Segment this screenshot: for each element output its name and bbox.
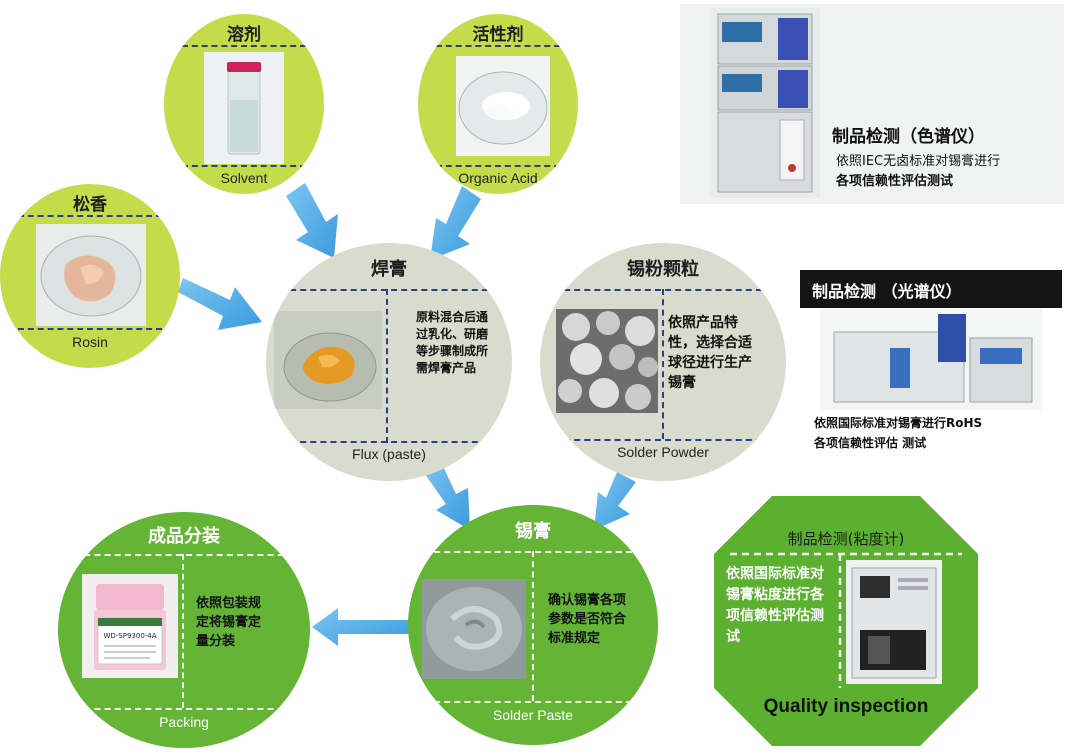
viscometer-description: 依照国际标准对锡膏粘度进行各项信赖性评估测试	[726, 566, 824, 645]
spectrometer-line2: 各项信赖性评估 测试	[814, 436, 927, 450]
divider	[424, 701, 642, 703]
divider	[554, 439, 772, 441]
rosin-title: 松香	[73, 195, 107, 215]
arrow-solvent-to-flux	[286, 183, 338, 258]
chromatograph-line2: 各项信赖性评估测试	[836, 174, 954, 189]
organic-acid-dish-photo	[456, 56, 550, 156]
spectrometer-header	[800, 270, 1062, 308]
packing-description: 依照包装规定将锡膏定量分装	[196, 596, 262, 649]
divider	[18, 328, 162, 330]
viscometer-title: 制品检测(粘度计)	[787, 530, 905, 548]
viscometer-footer: Quality inspection	[763, 696, 929, 717]
divider	[18, 215, 162, 217]
solder-paste-description: 确认锡膏各项参数是否符合标准规定	[548, 593, 627, 646]
solder-powder-photo	[556, 309, 658, 413]
divider	[280, 289, 498, 291]
solvent-vial-photo	[204, 52, 284, 164]
node-rosin: 松香 Rosin	[0, 184, 180, 368]
solder-powder-subtitle: Solder Powder	[617, 444, 709, 460]
spectrometer-photo	[820, 308, 1042, 410]
divider	[436, 165, 560, 167]
node-packing: 成品分装 WD-SP9300-4A 依照包装规定将锡膏定量分装 Packing	[58, 512, 310, 748]
divider	[280, 441, 498, 443]
divider	[532, 551, 534, 701]
node-solvent: 溶剂 Solvent	[164, 14, 324, 194]
flux-description: 原料混合后通过乳化、研磨等步骤制成所需焊膏产品	[416, 310, 489, 375]
solder-powder-description: 依照产品特性，选择合适球径进行生产锡膏	[668, 315, 752, 391]
packing-jar-label: WD-SP9300-4A	[103, 632, 156, 640]
flux-paste-photo	[274, 311, 382, 409]
solder-powder-title: 锡粉颗粒	[627, 259, 699, 280]
divider	[74, 708, 294, 710]
solder-paste-title: 锡膏	[515, 521, 551, 542]
rosin-subtitle: Rosin	[72, 334, 108, 350]
divider	[386, 289, 388, 443]
chromatograph-title: 制品检测（色谱仪）	[832, 127, 985, 147]
chromatograph-line1: 依照IEC无卤标准对锡膏进行	[836, 154, 1001, 169]
rosin-photo	[36, 224, 146, 326]
node-flux: 焊膏 原料混合后通过乳化、研磨等步骤制成所需焊膏产品 Flux (paste)	[266, 243, 512, 481]
arrow-flux-to-solder-paste	[422, 460, 470, 530]
spectrometer-line1: 依照国际标准对锡膏进行RoHS	[814, 416, 983, 430]
divider	[182, 45, 306, 47]
divider	[182, 554, 184, 708]
organic-acid-title: 活性剂	[472, 25, 524, 45]
arrow-rosin-to-flux	[178, 278, 262, 330]
divider	[436, 45, 560, 47]
packing-title: 成品分装	[148, 526, 220, 547]
packing-subtitle: Packing	[159, 714, 209, 730]
panel-viscometer: 制品检测(粘度计) 依照国际标准对锡膏粘度进行各项信赖性评估测试 Quality…	[712, 494, 980, 748]
divider	[662, 289, 664, 439]
solvent-title: 溶剂	[227, 25, 261, 45]
node-solder-paste: 锡膏 确认锡膏各项参数是否符合标准规定 Solder Paste	[408, 505, 658, 745]
divider	[74, 554, 294, 556]
panel-chromatograph: 制品检测（色谱仪） 依照IEC无卤标准对锡膏进行 各项信赖性评估测试	[680, 4, 1064, 204]
flux-subtitle: Flux (paste)	[352, 446, 426, 462]
node-solder-powder: 锡粉颗粒 依照产品特性，选择合适球径进行生产锡膏 Solder Powder	[540, 243, 786, 481]
solvent-subtitle: Solvent	[220, 170, 268, 186]
arrow-powder-to-solder-paste	[594, 472, 636, 530]
packing-jar-photo: WD-SP9300-4A	[82, 574, 178, 678]
arrow-solder-paste-to-packing	[312, 608, 410, 646]
chromatograph-photo	[710, 8, 820, 198]
divider	[182, 165, 306, 167]
panel-spectrometer: 制品检测 （光谱仪） 依照国际标准对锡膏进行RoHS 各项信赖性评估 测试	[800, 270, 1062, 460]
viscometer-photo	[846, 560, 942, 684]
organic-acid-subtitle: Organic Acid	[458, 170, 538, 186]
solder-paste-subtitle: Solder Paste	[492, 707, 574, 723]
node-organic-acid: 活性剂 Organic Acid	[418, 14, 578, 194]
spectrometer-title: 制品检测 （光谱仪）	[812, 282, 962, 301]
flux-title: 焊膏	[371, 259, 407, 280]
arrow-organic-acid-to-flux	[430, 186, 481, 260]
solder-paste-photo	[422, 579, 526, 679]
